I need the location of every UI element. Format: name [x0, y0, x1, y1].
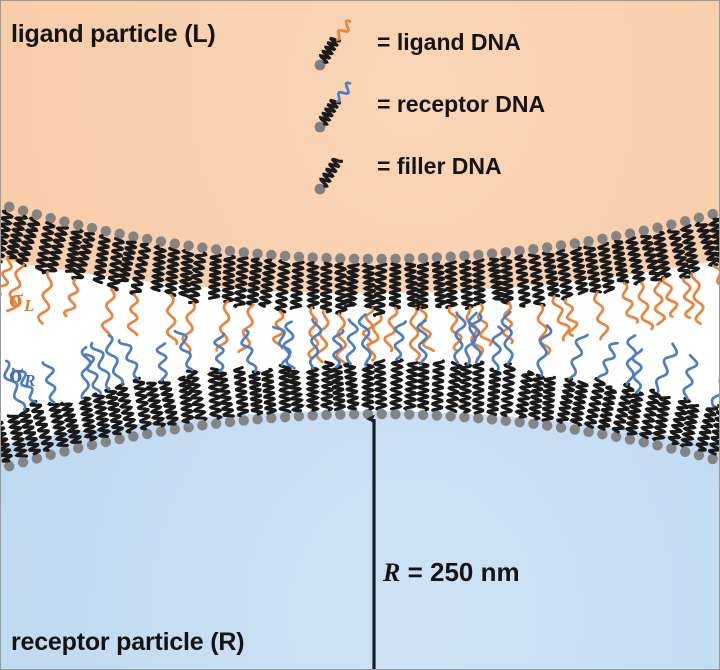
sigma-ligand-symbol: σ	[9, 284, 24, 313]
sigma-ligand-subscript: L	[24, 296, 35, 315]
radius-symbol: R	[383, 558, 401, 587]
sigma-ligand-label: σL	[9, 284, 35, 316]
sigma-receptor-symbol: σ	[9, 359, 24, 388]
legend-item-label: = receptor DNA	[377, 91, 546, 117]
ligand-particle-label: ligand particle (L)	[11, 20, 216, 48]
filler-dna-icon	[314, 157, 344, 195]
sigma-receptor-label: σR	[9, 359, 36, 391]
ligand-dna-icon	[314, 19, 352, 71]
receptor-particle-label: receptor particle (R)	[11, 628, 245, 656]
sigma-receptor-subscript: R	[24, 371, 36, 390]
legend-item-label: = ligand DNA	[377, 29, 521, 55]
receptor-dna-icon	[314, 81, 352, 133]
radius-annotation: R = 250 nm	[383, 557, 520, 588]
legend-item-label: = filler DNA	[377, 153, 502, 179]
receptor-particle-body	[1, 411, 719, 669]
radius-value: = 250 nm	[407, 557, 520, 587]
